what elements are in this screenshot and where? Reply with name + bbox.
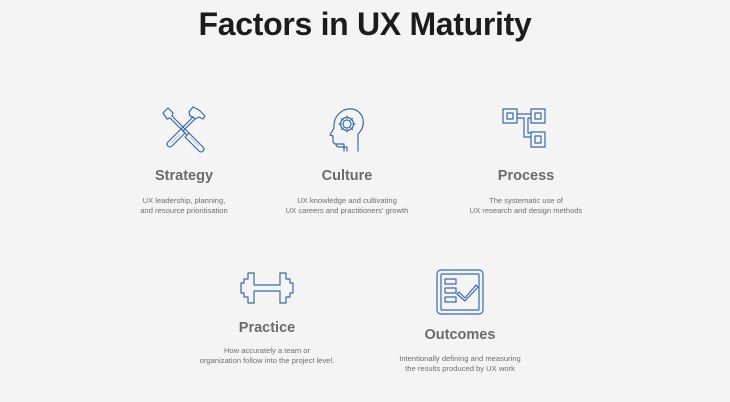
factor-description: UX knowledge and cultivating UX careers … [285, 196, 409, 215]
flowchart-icon [502, 108, 546, 148]
factor-name: Outcomes [424, 327, 496, 343]
factor-description: UX leadership, planning, and resource pr… [140, 196, 228, 215]
factor-culture: Culture UX knowledge and cultivating UX … [247, 104, 447, 216]
factor-name: Practice [238, 320, 296, 336]
factor-process: Process The systematic use of UX researc… [426, 104, 626, 216]
dumbbell-icon [240, 272, 294, 304]
factor-outcomes: Outcomes Intentionally defining and meas… [360, 268, 560, 374]
factor-name: Process [497, 168, 555, 184]
factor-description: Intentionally defining and measuring the… [399, 354, 521, 373]
tools-icon [162, 106, 206, 153]
factor-practice: Practice How accurately a team or organi… [167, 268, 367, 366]
head-gear-icon [329, 108, 364, 152]
factor-description: How accurately a team or organization fo… [199, 346, 335, 365]
checklist-icon [436, 269, 484, 315]
page-title: Factors in UX Maturity [198, 6, 532, 42]
factor-description: The systematic use of UX research and de… [469, 196, 583, 215]
factor-name: Culture [321, 168, 373, 184]
factor-name: Strategy [154, 168, 214, 184]
factor-strategy: Strategy UX leadership, planning, and re… [84, 104, 284, 216]
